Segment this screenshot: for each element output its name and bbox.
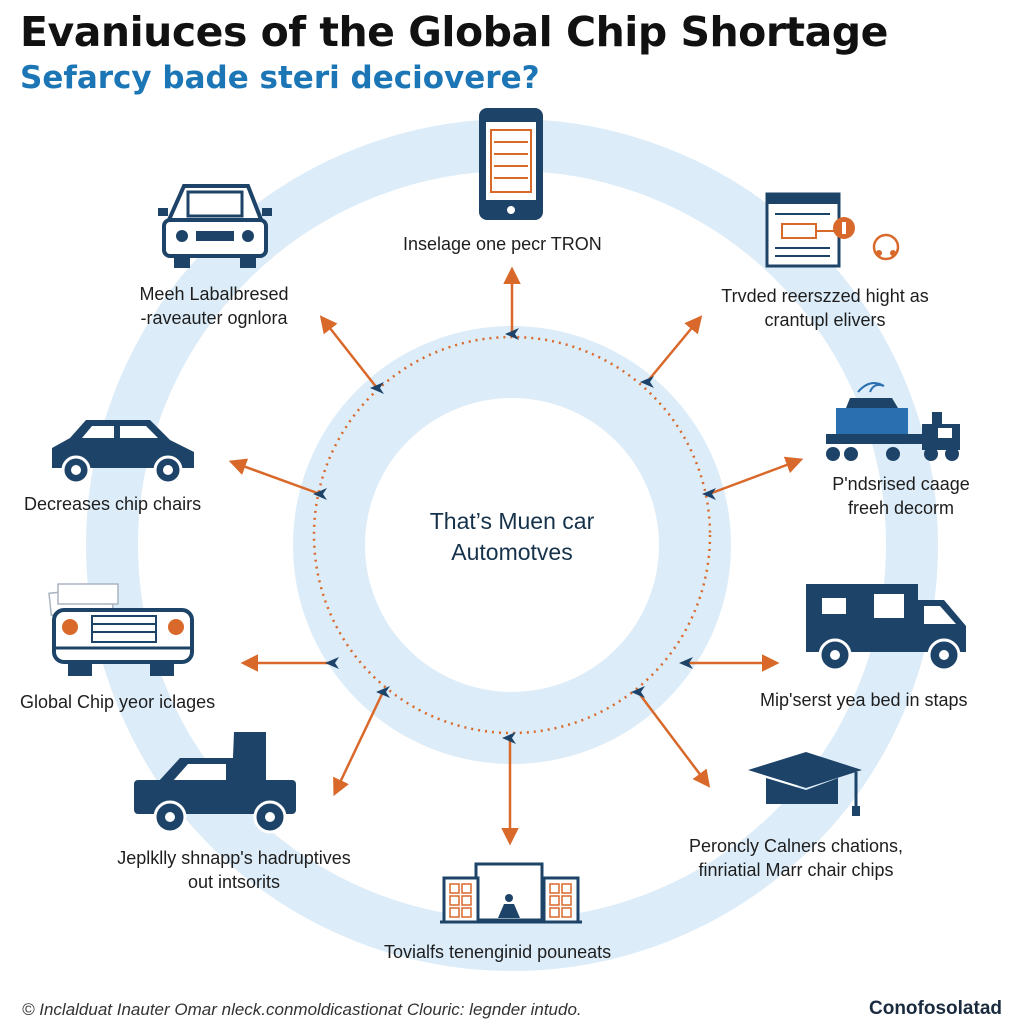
bus-front-icon [48,583,194,676]
plane-marker-icon [376,686,390,698]
plane-marker-icon [631,686,645,698]
node-label-bottom-right: Peroncly Calners chations, finriatial Ma… [688,836,904,880]
node-label-right: P'ndsrised caage freeh decorm [832,474,970,518]
arrow-top-left [319,315,378,389]
node-label-bottom: Tovialfs tenenginid pouneats [384,942,612,962]
arrow-left [228,458,321,496]
arrow-right [708,456,804,496]
footer-credit: © Inclalduat Inauter Omar nleck.conmoldi… [22,1000,582,1019]
center-label-line-2: Automotves [451,539,573,565]
plane-marker-icon [370,382,384,394]
delivery-truck-icon [806,584,966,672]
pickup-truck-icon [134,732,296,834]
spoke-arrows [228,266,804,846]
node-label-top-right: Trvded reerszzed hight as crantupl elive… [721,286,929,330]
document-icon [765,192,900,268]
plane-marker-icon [679,657,693,669]
plane-marker-icon [702,488,716,500]
arrow-top-right [646,315,703,383]
center-label: That’s Muen car Automotves [380,506,644,568]
orbit-markers [313,328,716,744]
node-label-top-left: Meeh Labalbresed -raveauter ognlora [139,284,289,328]
graduation-cap-icon [748,752,862,816]
footer-brand-logo: Conofosolatad [869,998,1002,1019]
plane-marker-icon [502,732,516,744]
arrow-bottom-left [333,691,385,797]
sedan-icon [52,420,194,485]
page-title: Evaniuces of the Global Chip Shortage [20,8,888,56]
inner-ring [293,326,731,764]
plane-marker-icon [325,657,339,669]
center-label-line-1: That’s Muen car [429,508,595,534]
smartphone-icon [479,108,543,220]
page-subtitle: Sefarcy bade steri deciovere? [20,60,540,96]
node-label-lower-right: Mip'serst yea bed in staps [760,690,968,710]
plane-marker-icon [313,488,327,500]
node-label-top: Inselage one pecr TRON [403,234,602,254]
node-label-bottom-left: Jeplklly shnapp's hadruptives out intsor… [117,848,351,892]
node-label-lower-left: Global Chip yeor iclages [20,692,216,712]
plane-marker-icon [505,328,519,340]
node-label-left: Decreases chip chairs [24,494,202,514]
car-front-icon [158,184,272,268]
tractor-trailer-icon [826,382,960,461]
plane-marker-icon [640,376,654,388]
arrow-bottom-right [637,691,711,788]
factory-icon [440,862,582,924]
